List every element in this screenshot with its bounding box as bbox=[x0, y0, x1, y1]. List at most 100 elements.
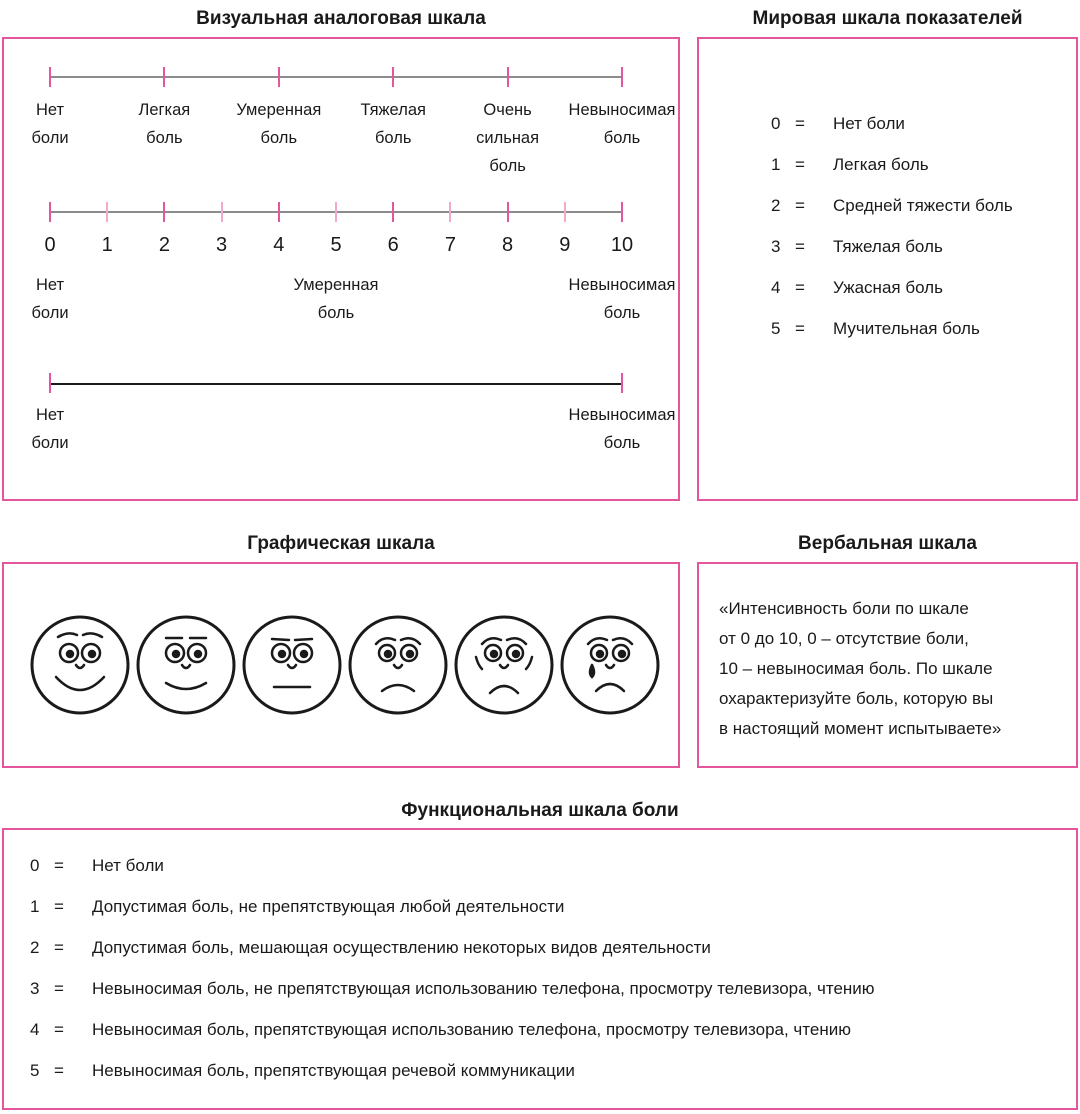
world-scale-text: Нет боли bbox=[833, 114, 905, 133]
face-eye bbox=[164, 642, 186, 664]
face-brow bbox=[611, 636, 634, 646]
functional-scale-equals: = bbox=[54, 897, 64, 916]
vas-scale2-number: 8 bbox=[502, 234, 514, 256]
vas-scale2-tick bbox=[506, 202, 509, 222]
face-eye bbox=[292, 642, 314, 664]
graphic-scale-panel bbox=[2, 562, 680, 768]
face-outline bbox=[348, 615, 448, 715]
functional-scale-text: Допустимая боль, мешающая осуществлению … bbox=[92, 938, 711, 957]
face-nose bbox=[286, 663, 298, 670]
vas-scale2-number: 9 bbox=[559, 234, 571, 256]
face-nose bbox=[498, 663, 510, 670]
functional-scale-number: 5 bbox=[30, 1061, 40, 1080]
world-scale-text: Легкая боль bbox=[833, 155, 929, 174]
face-eye bbox=[80, 642, 102, 664]
face-pupil bbox=[489, 649, 499, 659]
world-scale-text: Мучительная боль bbox=[833, 319, 980, 338]
vas-scale1-label-line: боль bbox=[489, 157, 526, 175]
vas-scale1-label-line: сильная bbox=[476, 129, 540, 147]
vas-scale2-number: 6 bbox=[387, 234, 399, 256]
vas-scale1-label-line: Тяжелая bbox=[360, 101, 426, 119]
verbal-scale-text-line: охарактеризуйте боль, которую вы bbox=[719, 689, 994, 708]
face-eye bbox=[505, 643, 525, 663]
face-eye bbox=[377, 643, 397, 663]
faces-row bbox=[30, 615, 660, 715]
vas-scale2-tick bbox=[49, 202, 51, 222]
functional-scale-equals: = bbox=[54, 1061, 64, 1080]
face-nose bbox=[74, 663, 86, 670]
face-pupil bbox=[405, 649, 415, 659]
vas-scale2-number: 0 bbox=[44, 234, 56, 256]
world-scale-number: 2 bbox=[771, 196, 781, 215]
functional-scale-number: 4 bbox=[30, 1020, 40, 1039]
world-scale-number: 5 bbox=[771, 319, 781, 338]
vas-scale1-tick bbox=[506, 67, 509, 87]
smiling-face-icon bbox=[30, 615, 130, 715]
vas-scale2-label-line: боль bbox=[317, 304, 355, 322]
face-eye bbox=[270, 642, 292, 664]
vas-scale2-number: 2 bbox=[158, 234, 170, 256]
vas-scale3-label-line: боль bbox=[603, 434, 641, 452]
vas-scale1-axis bbox=[50, 76, 622, 78]
face-pupil bbox=[87, 649, 97, 659]
world-scale-row: 2=Средней тяжести боль bbox=[771, 196, 1013, 216]
verbal-scale-text-line: 10 – невыносимая боль. По шкале bbox=[719, 659, 993, 678]
functional-scale-row: 0=Нет боли bbox=[30, 856, 164, 876]
face-outline bbox=[136, 615, 236, 715]
face-outline bbox=[30, 615, 130, 715]
vas-scale2-tick bbox=[277, 202, 280, 222]
slight-smile-face-icon bbox=[136, 615, 236, 715]
vas-scale2-tick bbox=[220, 202, 223, 222]
vas-scale2-tick bbox=[563, 202, 566, 222]
functional-scale-title: Функциональная шкала боли bbox=[401, 800, 679, 821]
world-scale-number: 3 bbox=[771, 237, 781, 256]
vas-scale3-axis bbox=[50, 383, 622, 385]
functional-scale-equals: = bbox=[54, 856, 64, 875]
world-scale-text: Ужасная боль bbox=[833, 278, 943, 297]
face-mouth bbox=[594, 682, 626, 693]
face-pupil bbox=[617, 649, 627, 659]
face-cheek bbox=[474, 655, 484, 671]
world-scale-equals: = bbox=[795, 278, 805, 297]
vas-scale2-tick bbox=[335, 202, 337, 222]
vas-title: Визуальная аналоговая шкала bbox=[196, 8, 486, 29]
functional-scale-row: 4=Невыносимая боль, препятствующая испол… bbox=[30, 1020, 851, 1040]
vas-scale1-tick bbox=[163, 67, 166, 87]
vas-scale2-tick bbox=[106, 202, 109, 222]
vas-scale3-tick bbox=[621, 373, 623, 393]
functional-scale-text: Допустимая боль, не препятствующая любой… bbox=[92, 897, 565, 916]
world-scale-row: 5=Мучительная боль bbox=[771, 319, 980, 339]
verbal-scale-title: Вербальная шкала bbox=[798, 533, 977, 554]
world-scale-number: 1 bbox=[771, 155, 781, 174]
vas-scale2-tick bbox=[392, 202, 395, 222]
face-pupil bbox=[65, 649, 75, 659]
functional-scale-number: 1 bbox=[30, 897, 40, 916]
vas-scale2-number: 4 bbox=[273, 234, 285, 256]
functional-scale-row: 3=Невыносимая боль, не препятствующая ис… bbox=[30, 979, 875, 999]
world-scale-number: 4 bbox=[771, 278, 781, 297]
verbal-scale-text-line: «Интенсивность боли по шкале bbox=[719, 599, 969, 618]
vas-scale1-label-line: боль bbox=[374, 129, 412, 147]
face-pupil bbox=[595, 649, 605, 659]
face-brow bbox=[270, 637, 291, 642]
world-scale-equals: = bbox=[795, 237, 805, 256]
world-scale-title: Мировая шкала показателей bbox=[752, 8, 1023, 29]
frowning-face-icon bbox=[348, 615, 448, 715]
vas-scale2-label-line: Невыносимая bbox=[568, 276, 676, 294]
world-scale-row: 1 = Легкая боль bbox=[771, 155, 929, 175]
functional-scale-row: 2=Допустимая боль, мешающая осуществлени… bbox=[30, 938, 711, 958]
face-eye bbox=[399, 643, 419, 663]
vas-scale1-label-line: Нет bbox=[35, 101, 65, 119]
vas-scale2-label-line: боли bbox=[31, 304, 69, 322]
vas-scale1-tick bbox=[49, 67, 51, 87]
face-eye bbox=[483, 643, 503, 663]
functional-scale-equals: = bbox=[54, 1020, 64, 1039]
vas-scale2-tick bbox=[621, 202, 623, 222]
vas-scale2-label-line: Нет bbox=[35, 276, 65, 294]
world-scale-equals: = bbox=[795, 155, 805, 174]
vas-scale3-label-line: Нет bbox=[35, 406, 65, 424]
